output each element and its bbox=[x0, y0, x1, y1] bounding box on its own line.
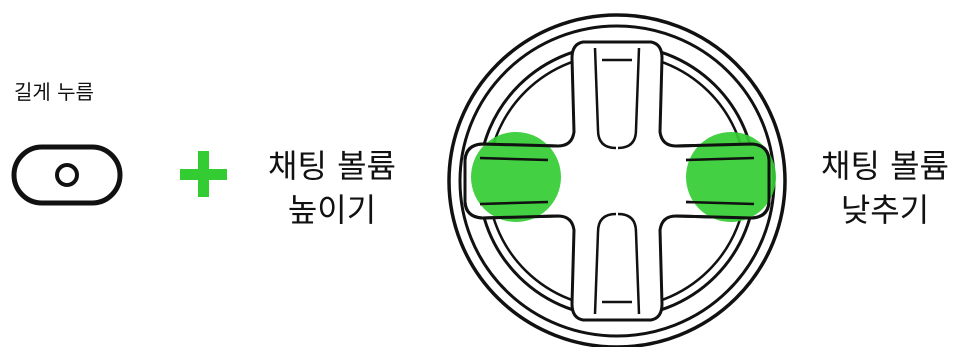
volume-up-line1: 채팅 볼륨 bbox=[268, 147, 396, 185]
left-press-highlight bbox=[471, 132, 561, 222]
volume-up-label: 채팅 볼륨 높이기 bbox=[262, 144, 402, 232]
volume-down-line2: 낮추기 bbox=[840, 191, 930, 229]
volume-up-line2: 높이기 bbox=[287, 191, 377, 229]
hold-label: 길게 누름 bbox=[14, 80, 94, 104]
volume-down-label: 채팅 볼륨 낮추기 bbox=[815, 144, 955, 232]
volume-down-line1: 채팅 볼륨 bbox=[821, 147, 949, 185]
oval-button-icon bbox=[11, 144, 123, 206]
dpad-arm-outlines bbox=[463, 142, 771, 220]
right-press-highlight bbox=[686, 132, 776, 222]
plus-icon bbox=[180, 151, 227, 197]
